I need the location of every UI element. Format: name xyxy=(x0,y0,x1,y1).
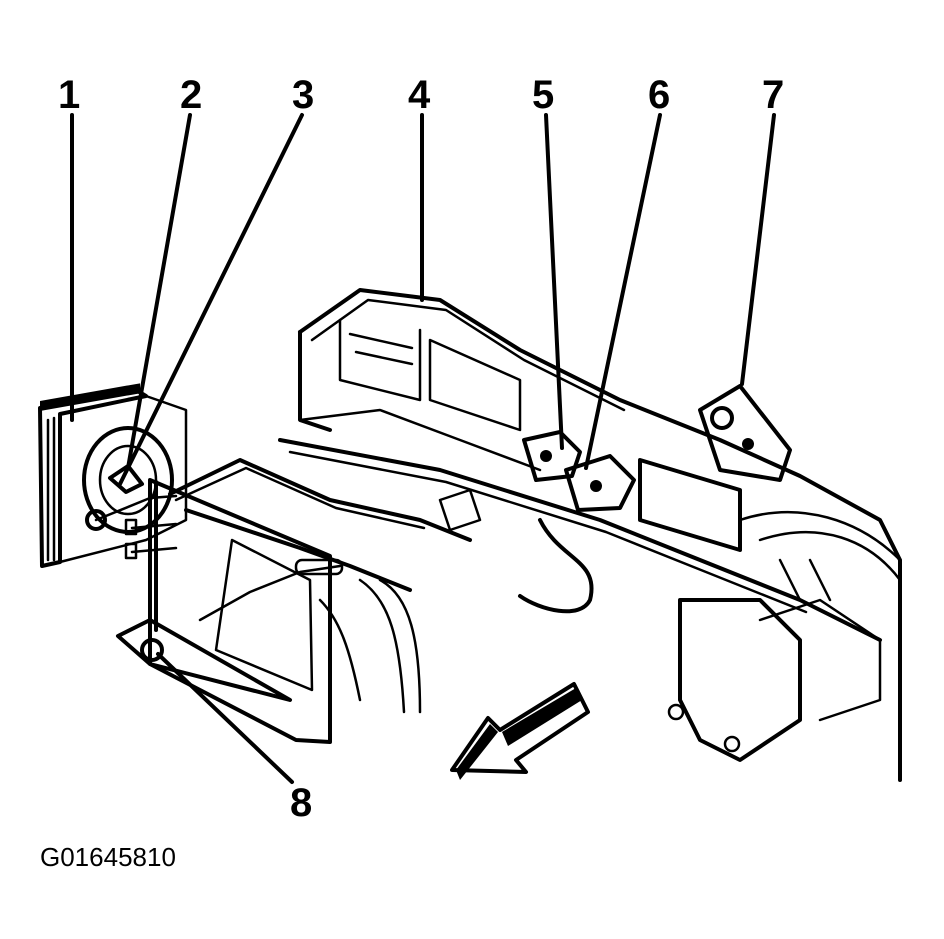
leader-2 xyxy=(126,113,192,470)
callout-8: 8 xyxy=(290,781,312,825)
lower-bolt-b xyxy=(723,735,741,753)
leader-7 xyxy=(740,113,776,386)
callout-labels: 1 2 3 4 5 6 7 8 xyxy=(58,73,784,825)
leader-lines xyxy=(70,113,776,784)
figure-id: G01645810 xyxy=(40,842,176,872)
right-curve-b xyxy=(758,531,902,582)
stud-a xyxy=(124,518,138,536)
callout-4: 4 xyxy=(408,73,431,117)
duct-housing xyxy=(278,288,902,782)
arrow-shade xyxy=(456,724,498,780)
opening-curve-a xyxy=(318,598,362,702)
harness xyxy=(168,458,594,622)
harness-upper-b xyxy=(174,466,426,530)
actuator-7 xyxy=(698,384,792,482)
housing-top-inner xyxy=(310,298,626,412)
arrow-shade-b xyxy=(502,688,582,746)
housing-rail-b xyxy=(288,450,808,614)
harness-upper xyxy=(168,458,472,542)
bolt-8 xyxy=(140,638,164,662)
housing-top-edge xyxy=(298,288,902,782)
callout-7: 7 xyxy=(762,73,784,117)
leader-3 xyxy=(118,113,304,486)
actuator-5 xyxy=(522,430,582,482)
plate-outline xyxy=(148,478,332,744)
leader-8 xyxy=(156,652,294,784)
housing-panel-b xyxy=(428,338,522,432)
housing-ribs xyxy=(348,332,414,366)
callout-6: 6 xyxy=(648,73,670,117)
actuators xyxy=(438,430,636,532)
panel-frame xyxy=(38,388,148,568)
stud-b xyxy=(124,542,138,560)
plate-cutout xyxy=(214,538,314,692)
harness-loop xyxy=(518,518,594,614)
harness-mid xyxy=(184,508,412,592)
right-block xyxy=(638,458,742,552)
right-assembly xyxy=(638,384,902,762)
actuator-6-hub xyxy=(590,480,602,492)
leader-6 xyxy=(584,113,662,470)
fastener xyxy=(85,509,107,531)
actuator-7-hub xyxy=(742,438,754,450)
clip xyxy=(108,464,144,494)
connector xyxy=(294,558,344,576)
callout-3: 3 xyxy=(292,73,314,117)
actuator-6 xyxy=(564,454,636,512)
lower-bolt-a xyxy=(667,703,685,721)
bracket-plate xyxy=(116,478,332,744)
harness-lower xyxy=(198,564,342,622)
grommet-inner xyxy=(98,444,158,516)
panel-top-bar xyxy=(40,383,140,411)
lower-ribs xyxy=(778,558,832,602)
leader-5 xyxy=(544,113,564,450)
front-arrow-icon xyxy=(450,682,590,780)
housing-channel xyxy=(298,408,542,472)
housing-main-rail xyxy=(278,438,882,642)
plate-foot xyxy=(116,618,292,702)
callout-2: 2 xyxy=(180,73,202,117)
link-bracket xyxy=(438,488,482,532)
lower-case xyxy=(678,598,802,762)
housing-left-edge xyxy=(298,330,332,432)
callout-1: 1 xyxy=(58,73,80,117)
housing-panel-a xyxy=(338,318,422,402)
opening-curve-c xyxy=(378,578,422,714)
grommet-outer xyxy=(82,426,174,534)
side-panel-assembly xyxy=(38,383,188,568)
right-curve xyxy=(738,510,902,562)
center-opening xyxy=(318,578,422,714)
actuator-5-hub xyxy=(540,450,552,462)
callout-5: 5 xyxy=(532,73,554,117)
opening-curve-b xyxy=(358,578,406,714)
lower-case-b xyxy=(758,598,882,722)
actuator-7-gear xyxy=(710,406,734,430)
